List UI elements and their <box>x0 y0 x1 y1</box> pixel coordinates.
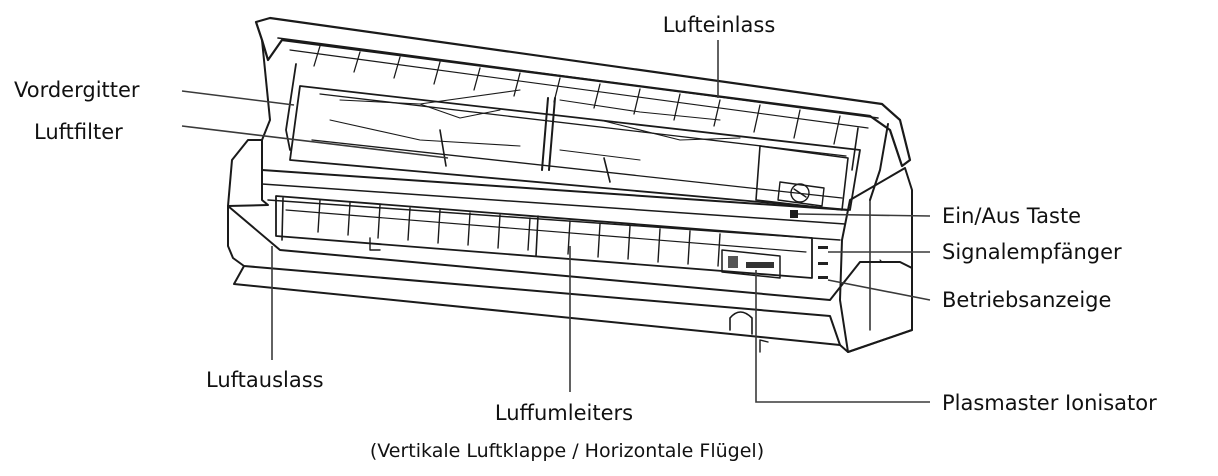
label-ein-aus: Ein/Aus Taste <box>942 204 1081 228</box>
display-panel <box>721 249 781 279</box>
ionizer-icon <box>728 256 738 268</box>
label-lufteinlass: Lufteinlass <box>663 13 776 37</box>
leader-betrieb <box>827 279 931 301</box>
label-luftauslass: Luftauslass <box>206 368 324 392</box>
grille-slats <box>313 45 841 145</box>
air-outlet <box>275 195 813 279</box>
knob-icon <box>790 183 810 203</box>
leader-vordergitter <box>181 90 295 106</box>
drain-notch <box>729 311 753 335</box>
leader-luftfilter <box>181 125 449 159</box>
indoor-unit-illustration <box>227 16 913 353</box>
vertical-vanes <box>317 199 721 267</box>
air-filter-frame <box>289 85 861 211</box>
front-grille-lid <box>254 16 912 168</box>
label-betrieb: Betriebsanzeige <box>942 288 1111 312</box>
filter-mesh <box>329 89 741 161</box>
label-signal: Signalempfänger <box>942 240 1122 264</box>
leader-lines <box>181 40 931 403</box>
label-luftfilter: Luftfilter <box>34 120 123 144</box>
unit-left-end <box>227 139 269 207</box>
label-plasmaster: Plasmaster Ionisator <box>942 391 1157 415</box>
unit-right-side <box>839 167 913 353</box>
label-vordergitter: Vordergitter <box>14 78 140 102</box>
callout-labels: Lufteinlass Vordergitter Luftfilter Ein/… <box>14 13 1157 462</box>
power-button[interactable] <box>790 210 798 218</box>
signal-receiver <box>818 246 828 279</box>
control-box <box>755 145 849 211</box>
leader-plasmaster <box>755 270 930 403</box>
label-luftumleiter: Luffumleiters <box>495 401 633 425</box>
leader-ein-aus <box>797 213 931 217</box>
label-luftumleiter-sub: (Vertikale Luftklappe / Horizontale Flüg… <box>370 440 764 462</box>
